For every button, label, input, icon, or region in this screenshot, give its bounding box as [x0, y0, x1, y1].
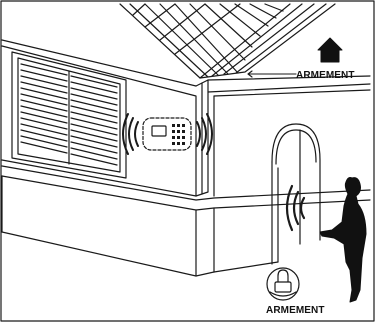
window-shutter: [11, 51, 127, 179]
gate: [271, 123, 321, 265]
armement-label-top: ARMEMENT: [296, 70, 355, 81]
keypad-signal-waves: [122, 113, 213, 155]
corner-post: [195, 75, 371, 197]
gate-signal-waves: [285, 184, 306, 232]
leader-line: [247, 70, 297, 78]
right-wall: [213, 89, 371, 197]
keypad: [142, 117, 192, 151]
remote-padlock-icon: [266, 267, 300, 301]
house-icon: [317, 37, 343, 63]
garden-wall: [1, 165, 371, 277]
armement-label-bottom: ARMEMENT: [266, 305, 325, 316]
person-silhouette: [319, 177, 367, 303]
roof: [119, 3, 336, 79]
